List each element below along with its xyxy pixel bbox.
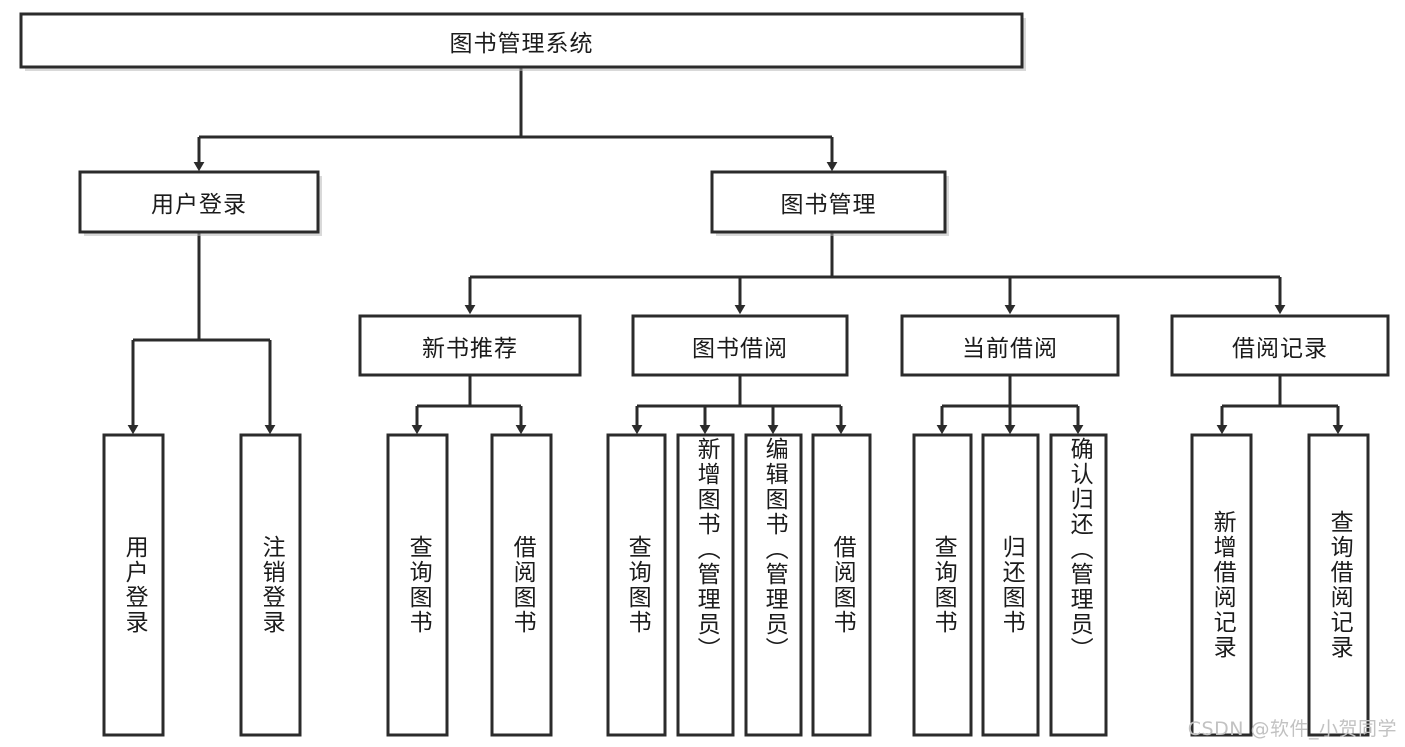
node-layer: [19, 12, 1390, 737]
node-user-login-box[interactable]: [78, 170, 320, 234]
node-leaf-borrow-book-2-box[interactable]: [811, 433, 872, 737]
node-leaf-user-login-box[interactable]: [102, 433, 165, 737]
node-book-borrow-box[interactable]: [631, 314, 849, 377]
node-leaf-edit-book-box[interactable]: [744, 433, 803, 737]
connector-layer: [127, 67, 1344, 435]
node-leaf-query-book-1-box[interactable]: [386, 433, 449, 737]
node-leaf-return-book-box[interactable]: [981, 433, 1040, 737]
node-leaf-query-book-3-box[interactable]: [912, 433, 973, 737]
node-leaf-add-record-box[interactable]: [1190, 433, 1253, 737]
node-leaf-add-book-box[interactable]: [676, 433, 735, 737]
node-leaf-borrow-book-1-box[interactable]: [490, 433, 553, 737]
node-current-borrow-box[interactable]: [900, 314, 1120, 377]
node-new-book-recommend-box[interactable]: [358, 314, 582, 377]
node-leaf-user-logout-box[interactable]: [239, 433, 302, 737]
node-leaf-query-book-2-box[interactable]: [606, 433, 667, 737]
node-book-manage-box[interactable]: [710, 170, 947, 234]
node-root-box[interactable]: [19, 12, 1024, 69]
node-borrow-record-box[interactable]: [1170, 314, 1390, 377]
node-leaf-query-record-box[interactable]: [1307, 433, 1370, 737]
node-leaf-confirm-return-box[interactable]: [1049, 433, 1108, 737]
csdn-watermark: CSDN @软件_小贺同学: [1187, 718, 1397, 740]
